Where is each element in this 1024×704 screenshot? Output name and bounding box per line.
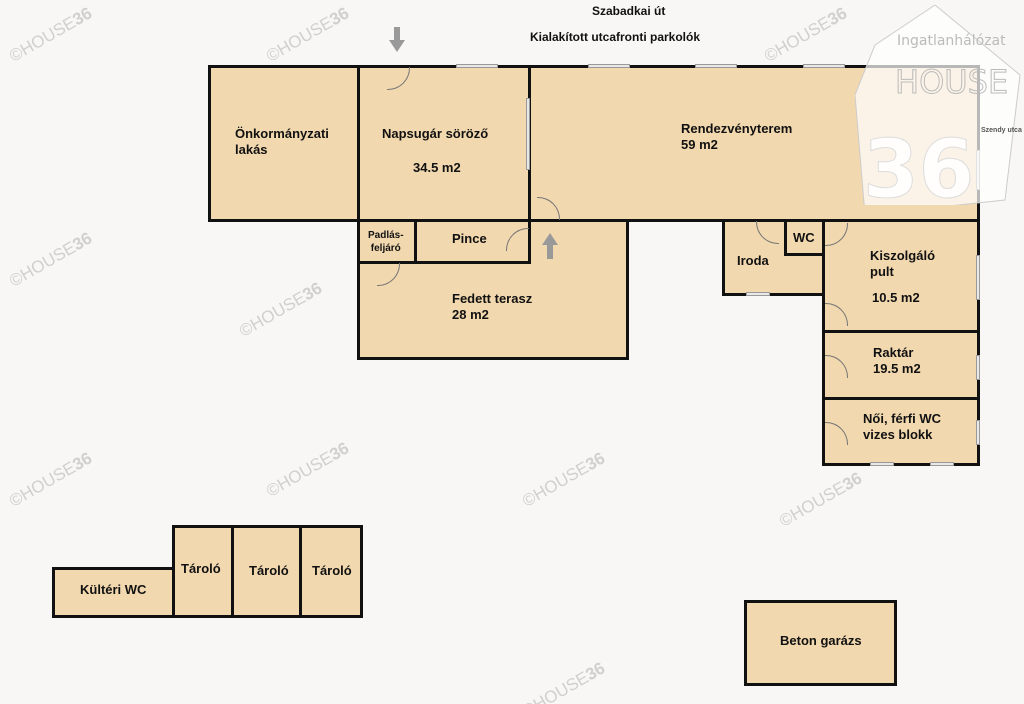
room-label: Iroda bbox=[737, 253, 769, 268]
window bbox=[976, 420, 980, 445]
window bbox=[456, 64, 498, 68]
window bbox=[746, 292, 770, 296]
room-label: Tároló bbox=[181, 561, 221, 576]
watermark: ©HOUSE36 bbox=[263, 3, 353, 66]
watermark: ©HOUSE36 bbox=[761, 3, 851, 66]
room-label: Pince bbox=[452, 231, 487, 246]
room-label: Napsugár söröző bbox=[382, 126, 489, 141]
room-kiszolgalo-pult bbox=[822, 219, 980, 333]
room-label: Padlás-feljáró bbox=[368, 230, 404, 254]
watermark: ©HOUSE36 bbox=[6, 3, 96, 66]
room-raktar bbox=[822, 330, 980, 400]
entrance-arrow-icon bbox=[389, 27, 405, 52]
window bbox=[803, 64, 845, 68]
parking-label: Kialakított utcafronti parkolók bbox=[530, 30, 701, 44]
watermark: ©HOUSE36 bbox=[519, 658, 609, 704]
room-onkormanyzati-lakas bbox=[208, 65, 361, 222]
room-beton-garazs bbox=[744, 600, 897, 686]
room-label: Tároló bbox=[312, 563, 352, 578]
watermark: ©HOUSE36 bbox=[6, 228, 96, 291]
room-noi-ferfi-wc bbox=[822, 397, 980, 466]
room-label: Tároló bbox=[249, 563, 289, 578]
window bbox=[976, 355, 980, 380]
watermark: ©HOUSE36 bbox=[776, 468, 866, 531]
street-label-top: Szabadkai út bbox=[592, 4, 666, 18]
window bbox=[695, 64, 737, 68]
room-label: WC bbox=[793, 230, 815, 245]
window bbox=[526, 98, 530, 170]
window bbox=[588, 64, 630, 68]
window bbox=[870, 462, 894, 466]
house36-logo: Ingatlanhálózat HOUSE 36 bbox=[855, 5, 1021, 205]
room-napsugar-sorozo bbox=[357, 65, 532, 222]
room-tarolo-3 bbox=[299, 525, 363, 618]
watermark: ©HOUSE36 bbox=[6, 448, 96, 511]
room-pince bbox=[414, 219, 531, 264]
room-label: Beton garázs bbox=[780, 633, 862, 648]
window bbox=[930, 462, 954, 466]
logo-brand: HOUSE bbox=[895, 63, 1008, 101]
watermark: ©HOUSE36 bbox=[236, 278, 326, 341]
watermark: ©HOUSE36 bbox=[263, 438, 353, 501]
room-area: 34.5 m2 bbox=[413, 160, 461, 175]
room-area: 10.5 m2 bbox=[872, 290, 920, 305]
logo-tagline: Ingatlanhálózat bbox=[897, 33, 1006, 49]
window bbox=[976, 255, 980, 300]
entrance-arrow-icon bbox=[542, 233, 558, 259]
watermark: ©HOUSE36 bbox=[519, 448, 609, 511]
street-label-right: Szendy utca bbox=[981, 127, 1022, 134]
room-label: Kültéri WC bbox=[80, 582, 147, 597]
logo-number: 36 bbox=[863, 123, 974, 205]
